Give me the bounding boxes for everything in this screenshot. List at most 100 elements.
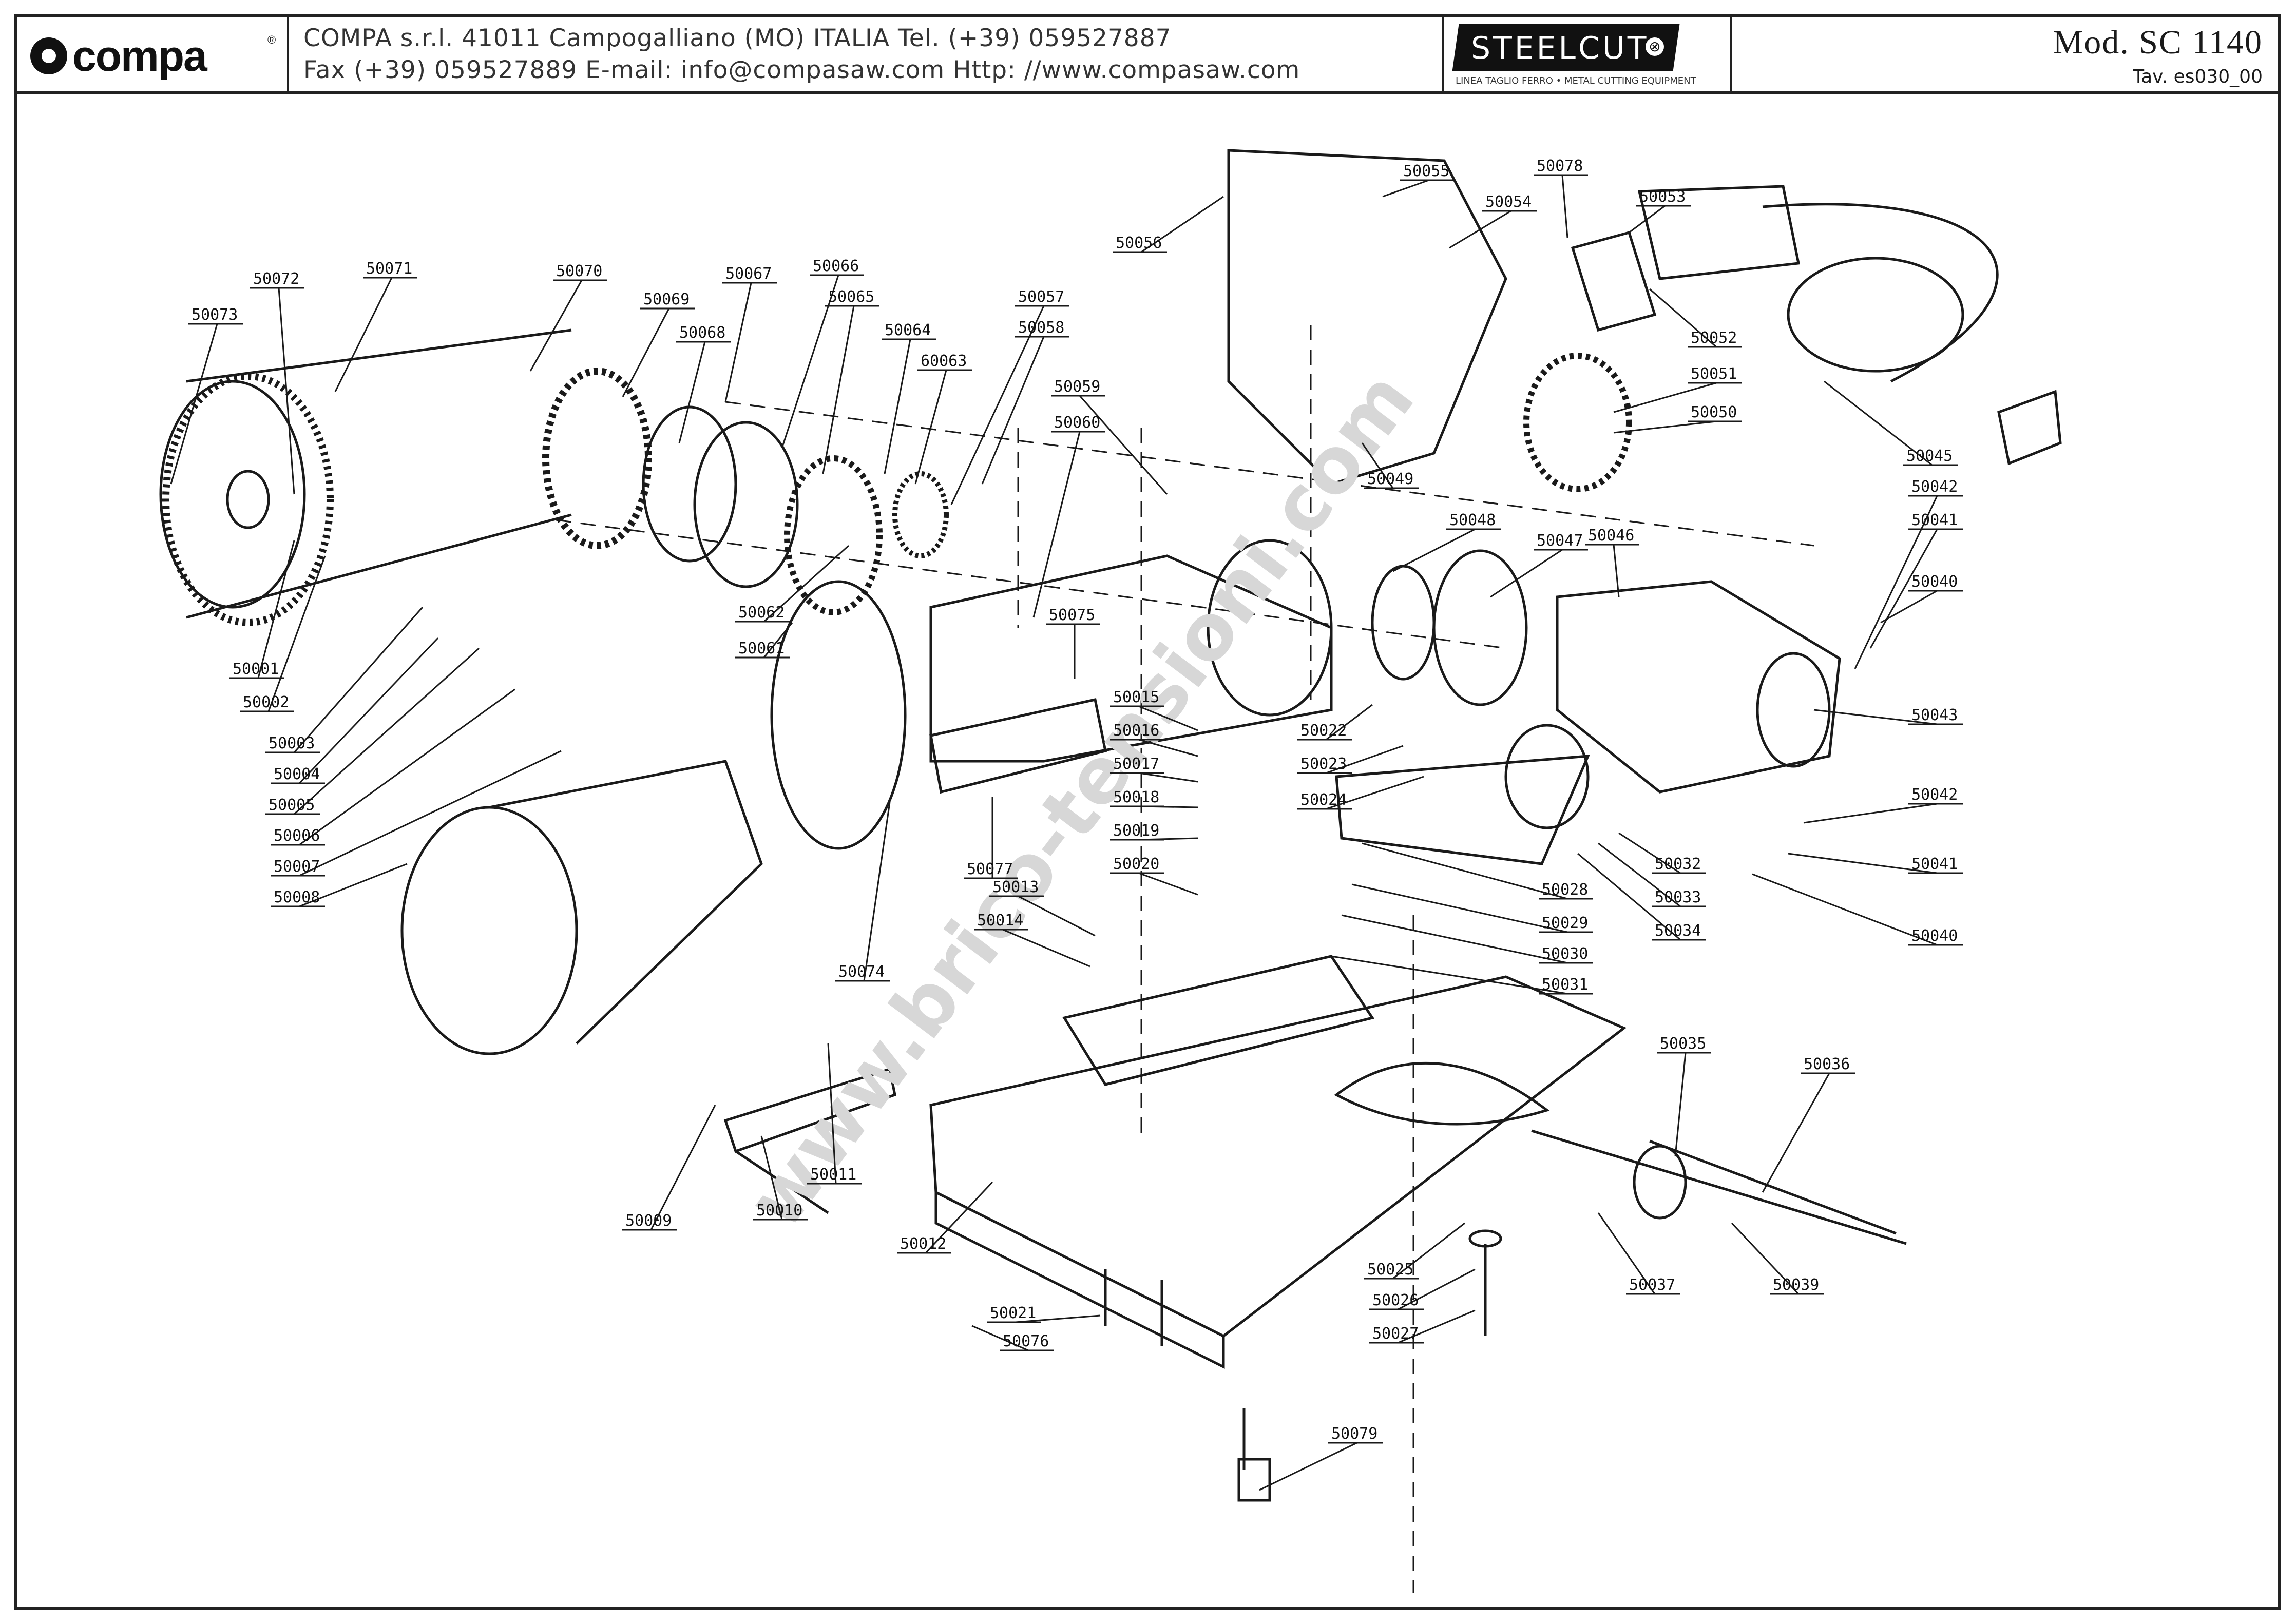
leader-50072 xyxy=(278,287,295,495)
callout-50005: 50005 xyxy=(269,796,315,814)
callout-50051: 50051 xyxy=(1691,365,1737,383)
callout-50036: 50036 xyxy=(1804,1055,1850,1073)
motor-fan xyxy=(1371,565,1436,681)
callout-50040a: 50040 xyxy=(1911,573,1958,591)
leader-50020 xyxy=(1138,872,1198,896)
gear-50065 xyxy=(784,455,883,615)
leader-50017 xyxy=(1138,772,1198,783)
leader-50027 xyxy=(1398,1309,1476,1344)
leader-50058 xyxy=(981,336,1045,485)
leader-50031 xyxy=(1331,955,1568,995)
leader-50034 xyxy=(1577,853,1681,941)
callout-50016: 50016 xyxy=(1113,722,1159,740)
leader-50030 xyxy=(1341,914,1568,964)
cutting-plate xyxy=(1334,1061,1550,1126)
callout-50047: 50047 xyxy=(1537,532,1583,550)
callout-50072: 50072 xyxy=(253,270,299,288)
leader-50056 xyxy=(1141,196,1224,253)
registered-mark: ® xyxy=(267,33,276,46)
callout-labels: 5000150002500035000450005500065000750008… xyxy=(192,157,1958,1443)
callout-50035: 50035 xyxy=(1660,1035,1706,1053)
foot-pad xyxy=(1237,1458,1271,1502)
leader-50024 xyxy=(1326,776,1424,810)
callout-50001: 50001 xyxy=(233,660,279,678)
leader-50055 xyxy=(1382,179,1429,198)
leader-50043 xyxy=(1813,709,1938,725)
callout-50013: 50013 xyxy=(992,878,1039,896)
callout-50065: 50065 xyxy=(828,288,874,306)
blade-guard xyxy=(770,580,907,850)
brand-circle-icon: ⊗ xyxy=(1646,37,1664,56)
stop-rod-2 xyxy=(1649,1139,1897,1235)
callout-50018: 50018 xyxy=(1113,788,1159,806)
callout-50070: 50070 xyxy=(556,262,602,280)
callout-50040b: 50040 xyxy=(1911,927,1958,945)
leader-50047 xyxy=(1490,549,1563,598)
compa-logo-icon xyxy=(30,37,67,74)
stop-clamp xyxy=(1633,1145,1687,1220)
callout-50042a: 50042 xyxy=(1911,478,1958,496)
leader-50002 xyxy=(267,555,326,712)
callout-50033: 50033 xyxy=(1655,888,1701,906)
callout-50046: 50046 xyxy=(1588,527,1634,545)
leader-50022 xyxy=(1326,704,1373,741)
leader-50007 xyxy=(299,750,562,877)
switch-box xyxy=(1571,230,1657,332)
callout-50042b: 50042 xyxy=(1911,786,1958,804)
leader-50013 xyxy=(1018,895,1096,937)
leader-50025 xyxy=(1392,1222,1465,1280)
callout-50002: 50002 xyxy=(243,693,289,711)
callout-50050: 50050 xyxy=(1691,403,1737,421)
leader-50003 xyxy=(293,607,424,753)
callout-50054: 50054 xyxy=(1485,193,1532,211)
callout-50074: 50074 xyxy=(838,963,885,981)
callout-50039: 50039 xyxy=(1773,1276,1819,1294)
leader-50053 xyxy=(1629,205,1666,234)
front-wheel-cover xyxy=(400,806,578,1055)
callout-50025: 50025 xyxy=(1367,1261,1413,1279)
leader-50062 xyxy=(763,545,850,623)
leader-50050 xyxy=(1613,420,1717,434)
callout-50075: 50075 xyxy=(1049,606,1095,624)
motor-body xyxy=(1556,580,1841,794)
bolt-washer xyxy=(1468,1229,1502,1248)
callout-50008: 50008 xyxy=(274,888,320,906)
callout-50017: 50017 xyxy=(1113,755,1159,773)
leader-50032 xyxy=(1618,832,1681,874)
callout-50021: 50021 xyxy=(990,1304,1036,1322)
alignment-lines xyxy=(556,325,1814,1593)
callout-50011: 50011 xyxy=(810,1166,856,1184)
leader-50071 xyxy=(334,277,393,392)
leader-50061 xyxy=(763,622,793,658)
callout-50061: 50061 xyxy=(738,640,785,658)
vise-jaw xyxy=(1504,724,1590,829)
callout-50006: 50006 xyxy=(274,827,320,845)
leader-50009 xyxy=(650,1105,716,1230)
callout-50052: 50052 xyxy=(1691,329,1737,347)
callout-50059: 50059 xyxy=(1054,378,1100,396)
callout-50079: 50079 xyxy=(1331,1425,1377,1443)
callout-50058: 50058 xyxy=(1018,319,1064,337)
callout-50057: 50057 xyxy=(1018,288,1064,306)
callout-50071: 50071 xyxy=(366,260,412,278)
logo-text: compa xyxy=(72,32,207,80)
leader-50059 xyxy=(1079,395,1168,495)
leader-50048 xyxy=(1392,528,1476,572)
leader-50015 xyxy=(1138,705,1198,731)
leader-50063 xyxy=(914,370,947,485)
pinion-gear xyxy=(892,471,949,558)
leader-50005 xyxy=(293,647,480,815)
callout-50056: 50056 xyxy=(1116,234,1162,252)
company-contacts: Fax (+39) 059527889 E-mail: info@compasa… xyxy=(303,56,1300,84)
leader-50066 xyxy=(781,275,839,449)
leader-50040b xyxy=(1752,873,1938,946)
leader-50046 xyxy=(1613,544,1620,597)
leader-50065 xyxy=(822,305,855,474)
callout-50020: 50020 xyxy=(1113,855,1159,873)
leader-50035 xyxy=(1674,1052,1687,1157)
callout-50014: 50014 xyxy=(977,912,1023,930)
callout-50028: 50028 xyxy=(1542,881,1588,899)
callout-50053: 50053 xyxy=(1639,188,1686,206)
callout-50004: 50004 xyxy=(274,765,320,783)
